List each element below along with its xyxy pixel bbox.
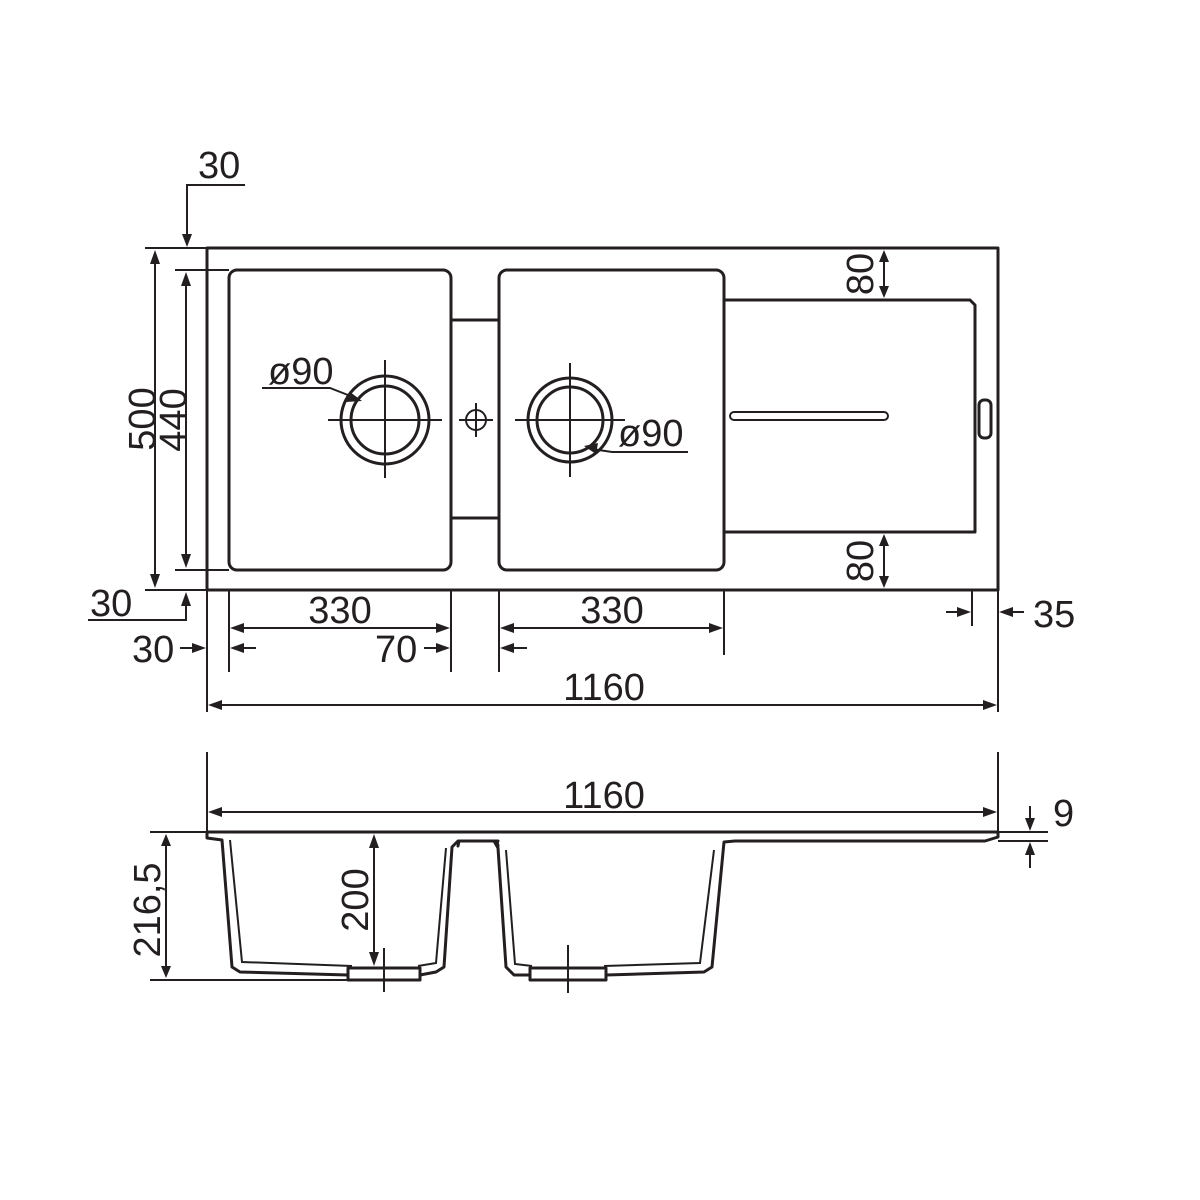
bowl-connector (450, 318, 500, 520)
extension-lines-bottom (206, 590, 999, 712)
drainer (723, 298, 977, 534)
dim-overall-width-side-label: 1160 (563, 775, 645, 817)
dim-bowl-height-label: 200 (335, 868, 377, 931)
dim-gap-width-label: 70 (375, 629, 417, 671)
overflow-slot (977, 398, 993, 440)
drain-left-label: ø90 (268, 351, 333, 393)
dim-overall-width-top: 1160 (208, 667, 997, 710)
extension-lines-left (145, 247, 229, 591)
dim-drainer-bottom-label: 80 (840, 540, 882, 582)
top-view: ø90 ø90 30 500 (88, 145, 1075, 712)
drain-left (328, 360, 442, 478)
drain-left-dim: ø90 (262, 351, 362, 402)
dim-total-height: 216,5 (127, 831, 348, 981)
dim-bowl-right-width: 330 (500, 590, 723, 633)
dim-overall-width-side: 1160 (208, 775, 997, 817)
dim-outer-depth: 500 (122, 250, 164, 588)
dim-total-height-label: 216,5 (127, 862, 169, 957)
dim-drainer-top-label: 80 (840, 253, 882, 295)
bowl-right (497, 268, 726, 572)
dim-bowl-height: 200 (335, 834, 379, 966)
drain-right (515, 363, 625, 477)
dim-right-margin-label: 35 (1033, 594, 1075, 636)
sink-outline (205, 246, 1000, 592)
dim-drainer-top: 80 (840, 247, 898, 301)
dim-rim-top-label: 30 (198, 145, 240, 187)
dim-left-margin-label: 30 (132, 629, 174, 671)
dim-bowl-depth-label: 440 (153, 388, 195, 451)
sink-profile (205, 830, 1000, 993)
drain-right-label: ø90 (618, 413, 683, 455)
dim-gap-width: 70 (375, 629, 527, 671)
dim-drainer-bottom: 80 (840, 531, 898, 591)
drain-right-dim: ø90 (584, 413, 688, 455)
dim-bowl-depth: 440 (153, 272, 195, 568)
side-view: 1160 (127, 752, 1074, 993)
dim-bowl-right-width-label: 330 (580, 590, 643, 632)
dim-right-margin: 35 (946, 594, 1075, 636)
dim-rim-thickness-label: 9 (1053, 793, 1074, 835)
tap-hole (459, 403, 493, 437)
bowl-left (227, 268, 453, 572)
dim-rim-bottom-label: 30 (90, 583, 132, 625)
dim-left-margin: 30 (132, 629, 256, 671)
dim-outer-depth-label: 500 (122, 387, 164, 450)
dim-rim-top: 30 (182, 145, 245, 247)
dim-bowl-left-width: 330 (230, 590, 450, 633)
dim-bowl-left-width-label: 330 (308, 590, 371, 632)
dim-overall-width-top-label: 1160 (563, 667, 645, 709)
dim-rim-thickness: 9 (998, 793, 1074, 868)
dim-rim-bottom: 30 (88, 583, 191, 625)
